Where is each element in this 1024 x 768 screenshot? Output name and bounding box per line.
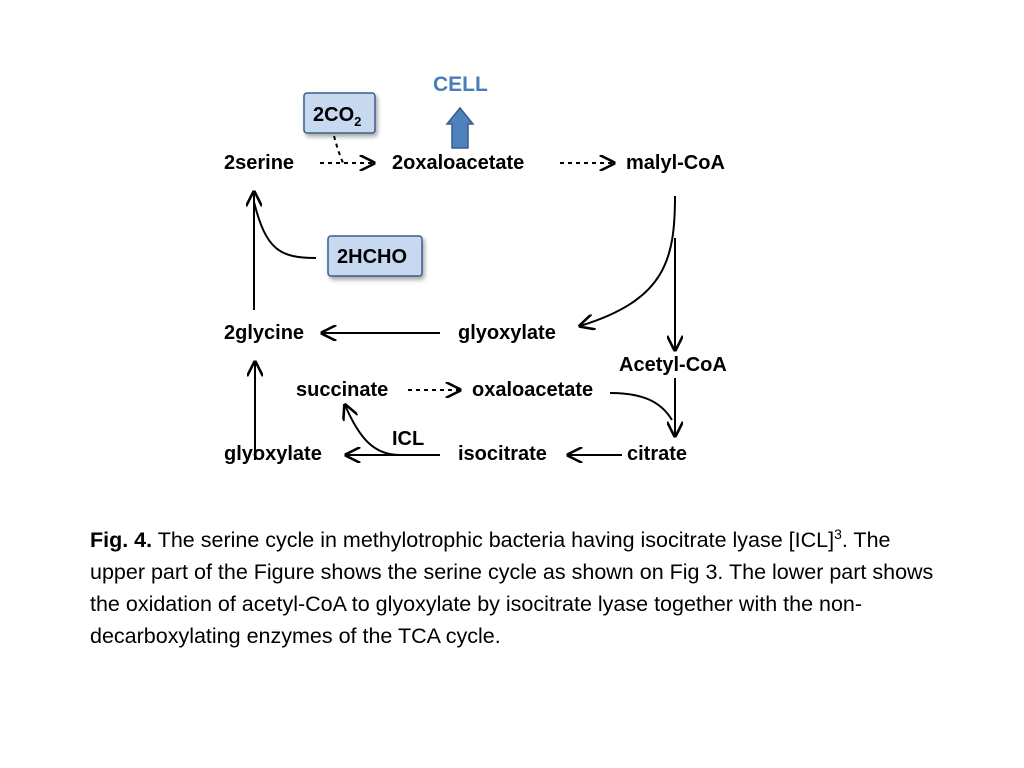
co2-subscript: 2: [354, 114, 361, 129]
co2-box: 2CO2: [303, 92, 376, 134]
caption-fig-label: Fig. 4.: [90, 528, 153, 553]
caption-text-part2: . The upper part of the Figure shows the…: [90, 528, 934, 649]
node-oxaloacetate-top: 2oxaloacetate: [392, 152, 524, 174]
node-succinate: succinate: [296, 379, 388, 401]
svg-text:2CO2: 2CO2: [313, 104, 361, 129]
hcho-label: 2HCHO: [337, 246, 407, 268]
serine-cycle-diagram: CELL 2CO2 2serine 2oxaloacetate malyl-Co…: [224, 73, 727, 465]
node-glyoxylate-mid: glyoxylate: [458, 322, 556, 344]
co2-release-line: [333, 135, 344, 164]
hcho-box: 2HCHO: [327, 235, 423, 277]
caption-text-part1: The serine cycle in methylotrophic bacte…: [152, 528, 835, 553]
label-icl: ICL: [392, 428, 424, 450]
cell-up-arrow: [445, 106, 475, 149]
caption-superscript: 3: [834, 526, 842, 542]
node-malyl-coa: malyl-CoA: [626, 152, 725, 174]
node-isocitrate: isocitrate: [458, 443, 547, 465]
cell-label: CELL: [433, 73, 488, 96]
node-serine: 2serine: [224, 152, 294, 174]
arrow-isocitrate-to-succinate: [345, 405, 401, 456]
oxaloacetate-join-curve: [609, 392, 673, 421]
arrow-malyl-coa-to-glyoxylate: [580, 195, 676, 326]
hcho-join-curve: [253, 201, 317, 259]
node-glyoxylate-low: glyoxylate: [224, 443, 322, 465]
node-acetyl-coa: Acetyl-CoA: [619, 354, 727, 376]
node-citrate: citrate: [627, 443, 687, 465]
node-oxaloacetate-low: oxaloacetate: [472, 379, 593, 401]
node-glycine: 2glycine: [224, 322, 304, 344]
figure-caption: Fig. 4. The serine cycle in methylotroph…: [90, 518, 940, 652]
co2-label: 2CO: [313, 104, 354, 126]
